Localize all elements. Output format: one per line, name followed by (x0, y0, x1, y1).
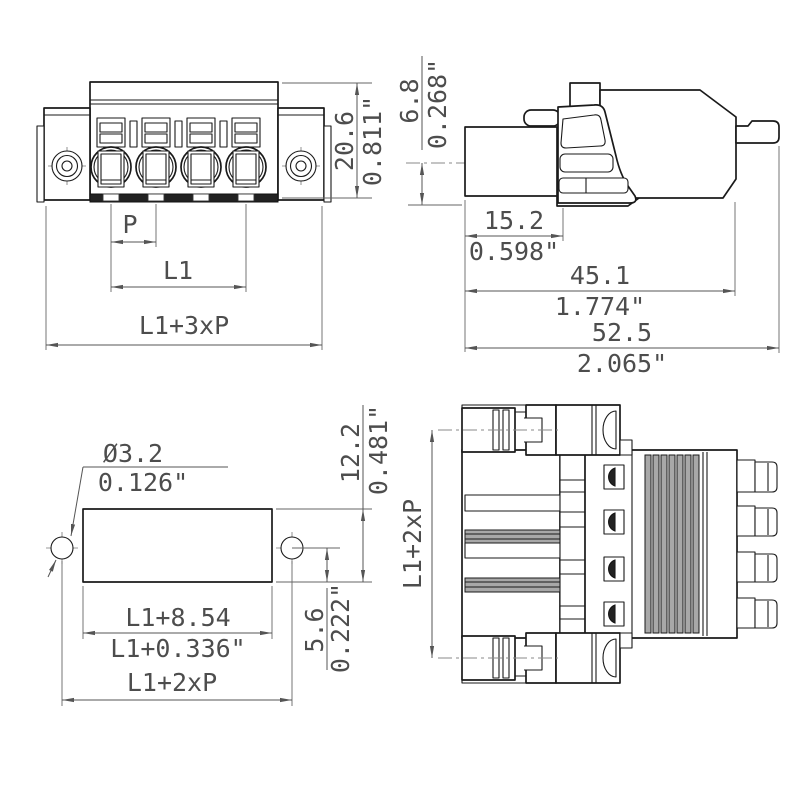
dim-pitch-label: P (122, 210, 137, 239)
pole-3 (180, 117, 222, 202)
latch-lip (523, 109, 561, 127)
dim-hole-spacing-label: L1+2xP (127, 668, 217, 697)
dim-front-height-mm: 20.6 (330, 111, 359, 171)
top-view: L1+2xP (398, 404, 778, 684)
left-hole (46, 532, 78, 564)
dim-side-center-mm: 6.8 (395, 78, 424, 123)
left-screw (48, 147, 86, 185)
dim-cutout-width-mm: L1+8.54 (125, 603, 230, 632)
pole-4 (225, 117, 267, 202)
dim-side-d3-mm: 52.5 (592, 318, 652, 347)
panel-cutout-view: Ø3.2 0.126" L1+8.54 L1+0.336" L1+2xP 12.… (46, 405, 393, 706)
wire-terminals (736, 459, 778, 629)
dim-side-d1-in: 0.598" (469, 237, 559, 266)
dim-side-d1-mm: 15.2 (484, 206, 544, 235)
dim-front-height-in: 0.811" (358, 96, 387, 186)
dim-side-d2-in: 1.774" (555, 292, 645, 321)
dim-side-d2-mm: 45.1 (570, 261, 630, 290)
dim-l1-label: L1 (163, 256, 193, 285)
pole-1 (90, 117, 132, 202)
dim-front-overall-label: L1+3xP (139, 311, 229, 340)
cutout-rectangle (82, 508, 273, 583)
side-view: 6.8 0.268" 15.2 0.598" 45.1 1.774" 52.5 … (395, 56, 780, 378)
pole-2 (135, 117, 177, 202)
dim-hole-offset-mm: 5.6 (300, 607, 329, 652)
front-view: 20.6 0.811" P L1 L1+3xP (36, 81, 387, 350)
solder-pin (735, 120, 780, 144)
dim-cutout-height-in: 0.481" (364, 405, 393, 495)
dim-hole-in: 0.126" (98, 468, 188, 497)
dim-hole-mm: Ø3.2 (103, 439, 163, 468)
dim-cutout-width-in: L1+0.336" (110, 634, 245, 663)
contact-windows (603, 464, 625, 627)
dim-side-center-in: 0.268" (423, 59, 452, 149)
dim-cutout-height-mm: 12.2 (336, 423, 365, 483)
dim-side-d3-in: 2.065" (577, 349, 667, 378)
dim-hole-offset-in: 0.222" (326, 583, 355, 673)
right-screw (282, 147, 320, 185)
grip-ribs (644, 454, 700, 634)
dim-top-spacing-label: L1+2xP (398, 499, 427, 589)
